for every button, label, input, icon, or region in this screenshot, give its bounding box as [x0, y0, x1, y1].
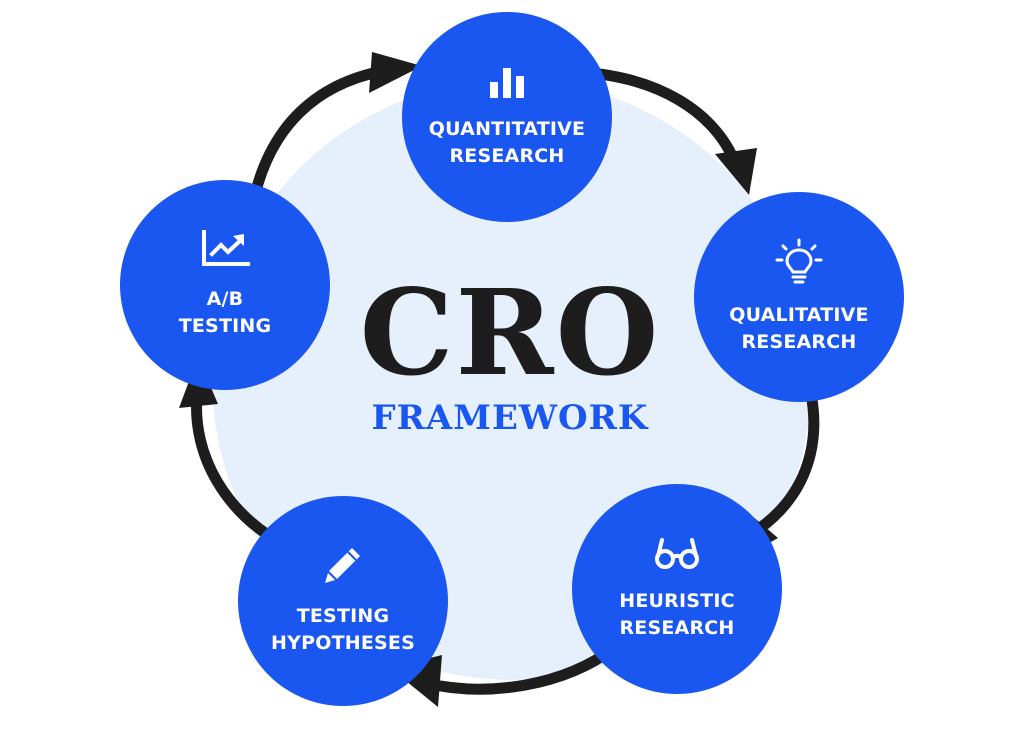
- step-testing-hypotheses: TESTING HYPOTHESES: [238, 496, 448, 706]
- step-label: QUANTITATIVE RESEARCH: [428, 118, 586, 167]
- step-label: A/B TESTING: [178, 288, 272, 337]
- step-quantitative-research: QUANTITATIVE RESEARCH: [402, 12, 612, 222]
- step-ab-testing: A/B TESTING: [120, 180, 330, 390]
- step-qualitative-research: QUALITATIVE RESEARCH: [694, 192, 904, 402]
- step-label: HEURISTIC RESEARCH: [619, 590, 735, 639]
- step-label: TESTING HYPOTHESES: [271, 605, 415, 654]
- step-label: QUALITATIVE RESEARCH: [729, 304, 869, 353]
- diagram-title: CRO: [359, 263, 661, 402]
- trend-chart-icon: [202, 230, 250, 266]
- arrow-ab-to-quantitative: [246, 52, 422, 210]
- title-block: CRO FRAMEWORK: [300, 263, 720, 439]
- lightbulb-icon: [775, 238, 823, 284]
- glasses-icon: [655, 538, 699, 569]
- step-heuristic-research: HEURISTIC RESEARCH: [572, 484, 782, 694]
- diagram-subtitle: FRAMEWORK: [371, 398, 649, 438]
- bar-chart-icon: [490, 68, 524, 98]
- pencil-icon: [325, 548, 360, 583]
